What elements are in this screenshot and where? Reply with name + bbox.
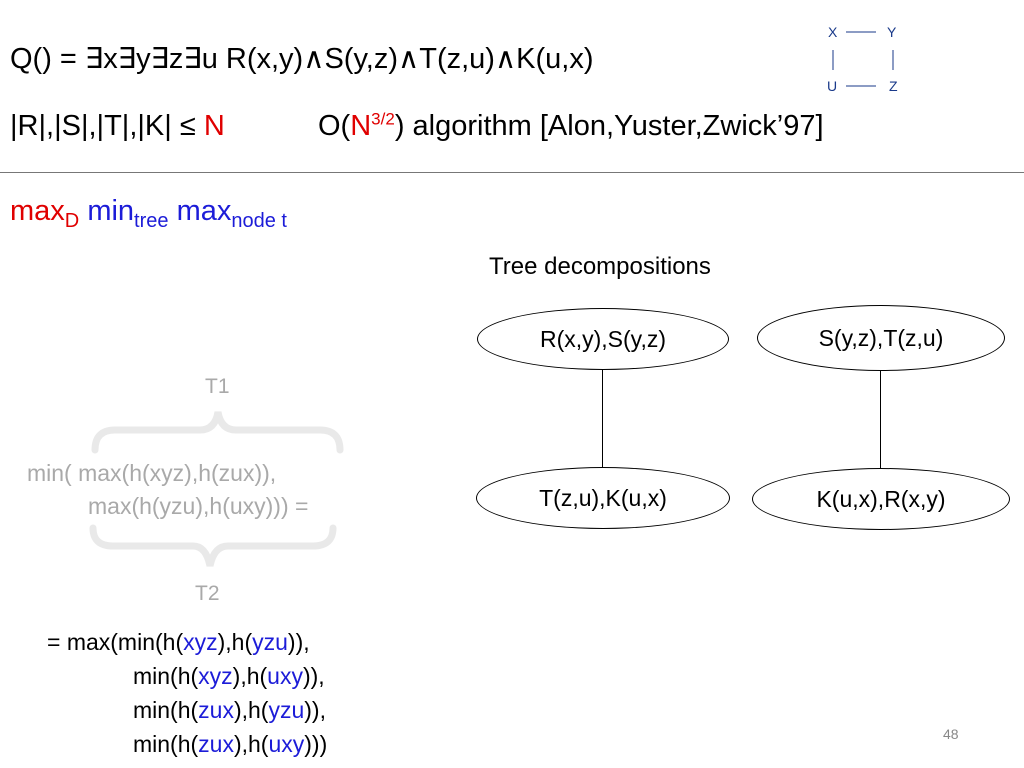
tree2-top-node: S(y,z),T(z,u)	[757, 305, 1005, 371]
max-d-label: max	[10, 195, 65, 227]
page-number: 48	[943, 726, 959, 742]
gray-expr-line2: max(h(yzu),h(uxy))) =	[88, 493, 309, 519]
tree2-top-label: S(y,z),T(z,u)	[818, 324, 944, 351]
bound-prefix: |R|,|S|,|T|,|K| ≤	[10, 110, 204, 142]
algo-exponent: 3/2	[371, 109, 395, 129]
algo-prefix: O(	[318, 110, 351, 142]
width-formula: maxD mintree maxnode t	[10, 195, 287, 231]
tree1-bottom-label: T(z,u),K(u,x)	[539, 484, 667, 511]
result-line-1: = max(min(h(xyz),h(yzu)),	[47, 629, 310, 655]
tree1-top-label: R(x,y),S(y,z)	[539, 325, 667, 352]
t2-brace	[89, 524, 337, 567]
tree2-bottom-node: K(u,x),R(x,y)	[752, 468, 1010, 530]
algo-n: N	[350, 110, 372, 142]
t1-brace	[91, 411, 344, 454]
graph-node-u: U	[827, 78, 838, 94]
tree2-edge	[880, 370, 882, 468]
tree1-bottom-node: T(z,u),K(u,x)	[476, 467, 730, 529]
algo-suffix: ) algorithm [Alon,Yuster,Zwick’97]	[394, 110, 824, 142]
t2-label: T2	[195, 582, 220, 605]
graph-node-z: Z	[889, 78, 898, 94]
min-tree-sub: tree	[134, 209, 169, 232]
t1-label: T1	[205, 375, 230, 398]
result-line-4: min(h(zux),h(uxy)))	[133, 731, 328, 757]
tree-decompositions-title: Tree decompositions	[489, 253, 711, 280]
query-formula: Q() = ∃x∃y∃z∃u R(x,y)∧S(y,z)∧T(z,u)∧K(u,…	[10, 45, 594, 74]
result-line-2: min(h(xyz),h(uxy)),	[133, 663, 325, 689]
max-d-sub: D	[64, 209, 80, 232]
bound-var: N	[203, 110, 225, 142]
max-node-label: max	[176, 195, 232, 227]
query-text: Q() = ∃x∃y∃z∃u R(x,y)∧S(y,z)∧T(z,u)∧K(u,…	[10, 43, 594, 75]
tree1-top-node: R(x,y),S(y,z)	[477, 308, 729, 370]
result-line-3: min(h(zux),h(yzu)),	[133, 697, 326, 723]
header-divider	[0, 172, 1024, 173]
min-tree-label: min	[87, 195, 135, 227]
max-node-sub: node t	[231, 209, 287, 232]
graph-edges	[832, 31, 894, 87]
tree1-edge	[602, 369, 604, 467]
tree2-bottom-label: K(u,x),R(x,y)	[816, 485, 946, 512]
graph-node-x: X	[828, 24, 838, 40]
gray-expr-line1: min( max(h(xyz),h(zux)),	[27, 460, 277, 486]
graph-node-y: Y	[887, 24, 897, 40]
algorithm-complexity: O(N3/2) algorithm [Alon,Yuster,Zwick’97]	[318, 109, 824, 142]
size-bound: |R|,|S|,|T|,|K| ≤ N	[10, 112, 225, 141]
